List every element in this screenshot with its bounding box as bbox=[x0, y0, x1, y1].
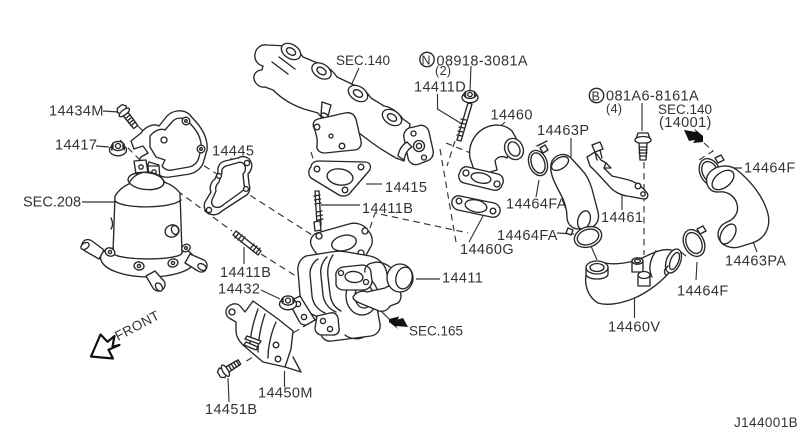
svg-text:(2): (2) bbox=[435, 64, 451, 78]
svg-text:14450M: 14450M bbox=[258, 386, 313, 402]
svg-text:14417: 14417 bbox=[55, 138, 97, 154]
svg-text:SEC.140: SEC.140 bbox=[658, 102, 712, 117]
svg-text:14445: 14445 bbox=[212, 144, 254, 160]
svg-text:14460: 14460 bbox=[491, 108, 533, 124]
svg-text:SEC.165: SEC.165 bbox=[409, 324, 463, 339]
svg-text:14464FA: 14464FA bbox=[506, 197, 567, 213]
svg-text:14460G: 14460G bbox=[460, 242, 514, 258]
svg-text:14411B: 14411B bbox=[362, 201, 413, 217]
svg-text:14461: 14461 bbox=[601, 210, 643, 226]
svg-text:N: N bbox=[422, 54, 431, 68]
svg-text:08918-3081A: 08918-3081A bbox=[437, 54, 528, 70]
svg-text:081A6-8161A: 081A6-8161A bbox=[606, 89, 699, 105]
svg-text:J144001B: J144001B bbox=[734, 415, 798, 430]
svg-text:14411: 14411 bbox=[442, 271, 483, 287]
svg-text:14463PA: 14463PA bbox=[725, 254, 786, 270]
svg-text:14434M: 14434M bbox=[49, 104, 104, 120]
svg-text:14415: 14415 bbox=[385, 180, 427, 196]
svg-text:14432: 14432 bbox=[218, 282, 260, 298]
svg-text:SEC.208: SEC.208 bbox=[23, 195, 81, 211]
svg-text:14460V: 14460V bbox=[608, 320, 660, 336]
svg-text:14463P: 14463P bbox=[537, 123, 589, 139]
svg-text:14411B: 14411B bbox=[220, 265, 271, 281]
svg-text:SEC.140: SEC.140 bbox=[336, 53, 390, 68]
svg-text:B: B bbox=[592, 90, 601, 104]
svg-text:(4): (4) bbox=[606, 102, 622, 116]
svg-text:(14001): (14001) bbox=[659, 115, 712, 131]
svg-text:14451B: 14451B bbox=[205, 402, 257, 418]
svg-text:14464F: 14464F bbox=[744, 161, 796, 177]
svg-text:14464F: 14464F bbox=[677, 284, 729, 300]
svg-text:14464FA: 14464FA bbox=[497, 228, 558, 244]
svg-text:14411D: 14411D bbox=[414, 80, 466, 96]
